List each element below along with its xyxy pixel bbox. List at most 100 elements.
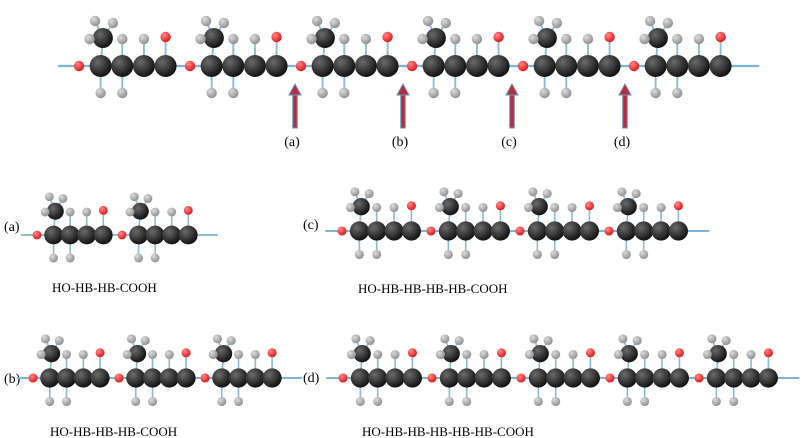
methyl-carbon-atom xyxy=(536,28,557,48)
carbon-atom xyxy=(111,55,134,77)
hydrogen-atom xyxy=(218,17,230,29)
carbon-atom xyxy=(457,368,477,388)
carbon-atom xyxy=(44,225,63,245)
hydrogen-atom xyxy=(533,396,543,407)
hydrogen-atom xyxy=(454,336,464,346)
hydrogen-atom xyxy=(453,189,463,199)
hydrogen-atom xyxy=(36,349,46,360)
hydrogen-atom xyxy=(478,202,488,213)
hydrogen-atom xyxy=(523,202,533,213)
hydrogen-atom xyxy=(672,33,683,45)
hydrogen-atom xyxy=(613,349,623,360)
hydrogen-atom xyxy=(746,349,756,360)
carbon-atom xyxy=(178,225,198,245)
hydrogen-atom xyxy=(131,396,141,407)
hydrogen-atom xyxy=(389,202,399,213)
methyl-carbon-atom xyxy=(620,344,638,363)
hydrogen-atom xyxy=(40,207,50,217)
carbonyl-oxygen-atom xyxy=(715,31,726,43)
terminal-oxygen-atom xyxy=(338,373,348,383)
carbon-atom xyxy=(56,368,77,388)
carbon-atom xyxy=(162,225,182,245)
ester-oxygen-atom xyxy=(114,373,124,383)
carbon-atom xyxy=(758,368,778,388)
carbon-atom xyxy=(709,55,732,77)
carbon-atom xyxy=(598,55,621,77)
ester-oxygen-atom xyxy=(117,230,127,240)
hydrogen-atom xyxy=(461,202,471,213)
carbon-atom xyxy=(367,221,387,241)
carbonyl-oxygen-atom xyxy=(181,348,191,358)
carbon-atom xyxy=(456,221,476,241)
carbon-atom xyxy=(93,225,113,245)
methyl-carbon-atom xyxy=(203,28,224,48)
hydrogen-atom xyxy=(148,396,158,407)
hydrogen-atom xyxy=(650,87,661,99)
hydrogen-atom xyxy=(206,87,217,99)
carbon-atom xyxy=(245,368,265,388)
atom-layer xyxy=(32,192,198,263)
hydrogen-atom xyxy=(528,33,539,45)
hydrogen-atom xyxy=(217,396,227,407)
arrow-head xyxy=(505,82,519,96)
ester-oxygen-atom xyxy=(605,373,615,383)
methyl-carbon-atom xyxy=(92,28,113,48)
terminal-oxygen-atom xyxy=(32,230,42,240)
hydrogen-atom xyxy=(439,187,449,197)
hydrogen-atom xyxy=(129,192,139,202)
terminal-oxygen-atom xyxy=(73,60,85,72)
hydrogen-atom xyxy=(138,33,150,45)
carbon-atom xyxy=(651,221,671,241)
hydrogen-atom xyxy=(568,349,578,360)
cleavage-label: (b) xyxy=(392,135,409,150)
hydrogen-atom xyxy=(561,33,572,45)
ester-oxygen-atom xyxy=(426,226,436,236)
carbon-atom xyxy=(491,368,511,388)
hydrogen-atom xyxy=(711,396,721,407)
hydrogen-atom xyxy=(372,249,382,260)
ester-oxygen-atom xyxy=(604,226,614,236)
carbon-atom xyxy=(402,368,422,388)
hydrogen-atom xyxy=(532,249,542,260)
hydrogen-atom xyxy=(351,334,361,344)
carbon-atom xyxy=(487,55,510,77)
hydrogen-atom xyxy=(346,349,356,360)
carbon-atom xyxy=(724,368,744,388)
hydrogen-atom xyxy=(621,249,631,260)
carbon-atom xyxy=(385,368,405,388)
hydrogen-atom xyxy=(639,249,649,260)
hydrogen-atom xyxy=(567,202,577,213)
carbon-atom xyxy=(228,368,249,388)
methyl-carbon-atom xyxy=(352,197,370,216)
hydrogen-atom xyxy=(417,33,428,45)
hydrogen-atom xyxy=(550,249,560,260)
carbonyl-oxygen-atom xyxy=(382,31,393,43)
hydrogen-atom xyxy=(62,396,72,407)
ester-oxygen-atom xyxy=(628,60,640,72)
carbon-atom xyxy=(90,368,110,388)
hydrogen-atom xyxy=(339,87,350,99)
ester-oxygen-atom xyxy=(516,373,526,383)
carbon-atom xyxy=(154,55,177,77)
carbon-atom xyxy=(265,55,288,77)
hydrogen-atom xyxy=(350,187,360,197)
ester-oxygen-atom xyxy=(694,373,704,383)
bond-layer xyxy=(325,191,710,256)
arrow-head xyxy=(396,82,410,96)
carbon-atom xyxy=(652,368,672,388)
ester-oxygen-atom xyxy=(406,60,418,72)
hydrogen-atom xyxy=(640,396,650,407)
carbon-atom xyxy=(580,368,600,388)
hydrogen-atom xyxy=(125,207,135,217)
methyl-carbon-atom xyxy=(214,344,233,363)
atom-layer xyxy=(337,187,688,260)
carbon-atom xyxy=(668,221,688,241)
hydrogen-atom xyxy=(440,17,452,29)
carbon-atom xyxy=(687,55,710,77)
carbonyl-oxygen-atom xyxy=(183,205,193,215)
carbon-atom xyxy=(243,55,266,77)
hydrogen-atom xyxy=(58,194,68,203)
carbon-atom xyxy=(490,221,510,241)
methyl-carbon-atom xyxy=(442,344,460,363)
